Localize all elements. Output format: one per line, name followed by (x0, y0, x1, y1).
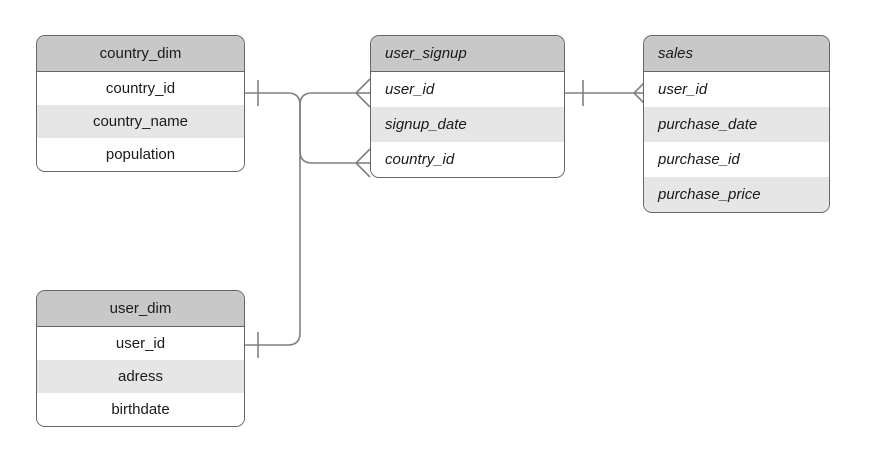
entity-title-sales: sales (644, 36, 829, 72)
entity-title-country-dim: country_dim (37, 36, 244, 72)
entity-country-dim[interactable]: country_dim country_id country_name popu… (36, 35, 245, 172)
entity-field-signup-date[interactable]: signup_date (371, 107, 564, 142)
entity-field-purchase-id[interactable]: purchase_id (644, 142, 829, 177)
cardinality-many-user-signup-user-id (355, 78, 371, 108)
relationship-line-user-dim-user-signup (245, 92, 356, 346)
entity-field-adress[interactable]: adress (37, 360, 244, 393)
cardinality-many-user-signup-country-id (355, 148, 371, 178)
entity-field-population[interactable]: population (37, 138, 244, 171)
entity-field-country-id[interactable]: country_id (37, 72, 244, 105)
entity-field-country-name[interactable]: country_name (37, 105, 244, 138)
entity-field-country-id-ref[interactable]: country_id (371, 142, 564, 177)
entity-field-purchase-date[interactable]: purchase_date (644, 107, 829, 142)
entity-field-user-dim-user-id[interactable]: user_id (37, 327, 244, 360)
entity-user-dim[interactable]: user_dim user_id adress birthdate (36, 290, 245, 427)
entity-title-user-signup: user_signup (371, 36, 564, 72)
entity-field-birthdate[interactable]: birthdate (37, 393, 244, 426)
relationship-line-country-dim-user-signup (245, 92, 356, 164)
entity-field-purchase-price[interactable]: purchase_price (644, 177, 829, 212)
entity-field-user-id[interactable]: user_id (371, 72, 564, 107)
entity-user-signup[interactable]: user_signup user_id signup_date country_… (370, 35, 565, 178)
entity-title-user-dim: user_dim (37, 291, 244, 327)
entity-sales[interactable]: sales user_id purchase_date purchase_id … (643, 35, 830, 213)
entity-field-sales-user-id[interactable]: user_id (644, 72, 829, 107)
